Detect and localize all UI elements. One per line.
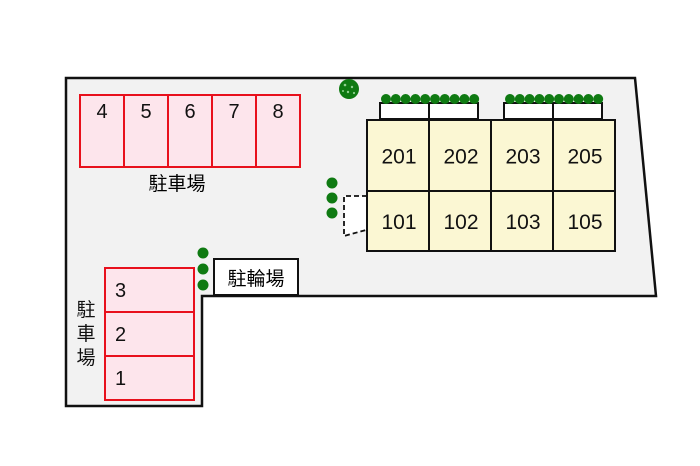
hedge-shrub-icon — [505, 94, 515, 104]
hedge-shrub-icon — [390, 94, 401, 104]
unit-101 — [366, 190, 430, 252]
unit-number: 201 — [381, 146, 416, 169]
parking-label-char: 場 — [76, 347, 95, 369]
unit-number: 101 — [381, 211, 416, 234]
parking-space-6 — [167, 94, 213, 168]
hedge-shrub-icon — [469, 94, 480, 104]
unit-number: 202 — [443, 146, 478, 169]
tree-group-entrance — [326, 177, 338, 219]
parking-space-number: 8 — [272, 101, 283, 123]
unit-number: 103 — [505, 211, 540, 234]
parking-space-number: 6 — [184, 101, 195, 123]
hedge-shrub-icon — [439, 94, 450, 104]
parking-space-number: 5 — [140, 101, 151, 123]
tree-group-bicycle — [197, 247, 209, 291]
parking-space-3 — [104, 267, 195, 313]
apartment-building: 201 202 203 205 101 102 103 105 — [366, 119, 616, 252]
parking-space-1 — [104, 355, 195, 401]
hedge-shrub-icon — [400, 94, 411, 104]
parking-label-top: 駐車場 — [148, 173, 205, 195]
parking-area-top: 4 5 6 7 8 — [79, 94, 301, 168]
balcony — [503, 102, 554, 120]
unit-number: 105 — [567, 211, 602, 234]
unit-number: 102 — [443, 211, 478, 234]
unit-number: 203 — [505, 146, 540, 169]
tree-icon — [326, 192, 338, 204]
tree-icon — [326, 177, 338, 189]
tree-icon — [197, 263, 209, 275]
bicycle-parking-label: 駐輪場 — [227, 268, 284, 290]
hedge-shrub-icon — [534, 94, 545, 104]
hedge-shrub-icon — [514, 94, 525, 104]
hedge-shrub-icon — [583, 94, 594, 104]
balcony — [379, 102, 430, 120]
hedge-shrub-icon — [593, 94, 604, 104]
hedge-shrub-icon — [410, 94, 421, 104]
balcony — [428, 102, 479, 120]
unit-number: 205 — [567, 146, 602, 169]
unit-105 — [552, 190, 616, 252]
large-tree-icon — [339, 79, 359, 99]
unit-102 — [428, 190, 492, 252]
parking-space-number: 4 — [96, 101, 107, 123]
parking-space-number: 7 — [228, 101, 239, 123]
hedge-shrub-icon — [524, 94, 535, 104]
balcony — [552, 102, 603, 120]
hedge-shrub-icon — [459, 94, 470, 104]
entrance-area — [343, 195, 367, 238]
hedges — [381, 94, 604, 104]
tree-icon — [326, 207, 338, 219]
unit-203 — [490, 119, 554, 192]
hedge-shrub-icon — [430, 94, 440, 104]
hedge-shrub-icon — [573, 94, 584, 104]
parking-space-2 — [104, 311, 195, 357]
tree-icon — [197, 279, 209, 291]
parking-area-left: 3 2 1 — [104, 267, 195, 401]
parking-space-8 — [255, 94, 301, 168]
hedge-shrub-icon — [544, 94, 555, 104]
hedge-shrub-icon — [563, 94, 574, 104]
hedge-shrub-icon — [381, 94, 391, 104]
parking-space-number: 1 — [115, 368, 126, 390]
parking-space-7 — [211, 94, 257, 168]
unit-205 — [552, 119, 616, 192]
bicycle-parking-box — [213, 258, 299, 296]
parking-label-left: 駐車場 — [76, 299, 95, 369]
parking-label-char: 車 — [76, 323, 95, 345]
parking-space-number: 2 — [115, 324, 126, 346]
hedge-shrub-icon — [449, 94, 460, 104]
hedge-shrub-icon — [420, 94, 431, 104]
tree-icon — [197, 247, 209, 259]
hedge-shrub-icon — [554, 94, 564, 104]
parking-label-char: 駐 — [76, 299, 95, 321]
parking-space-number: 3 — [115, 280, 126, 302]
